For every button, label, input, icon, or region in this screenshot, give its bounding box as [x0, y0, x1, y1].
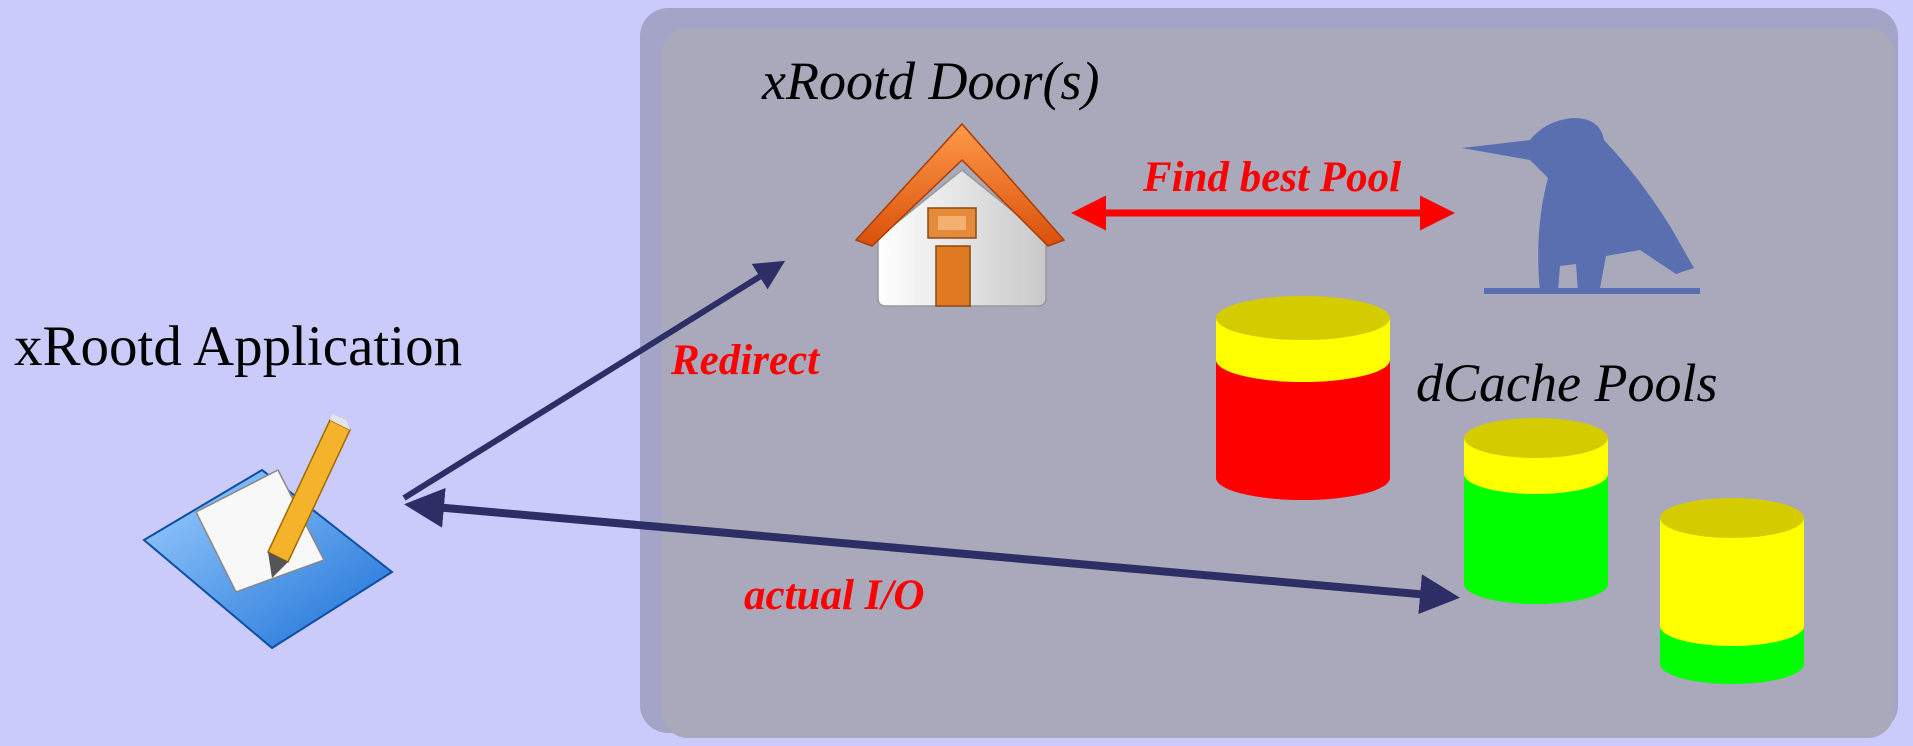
redirect-label: Redirect	[671, 337, 820, 384]
pools-title: dCache Pools	[1416, 353, 1718, 413]
notepad-pencil-icon	[142, 414, 394, 650]
application-title: xRootd Application	[14, 315, 463, 378]
door-title: xRootd Door(s)	[762, 51, 1100, 111]
actual-io-arrow	[404, 487, 1460, 615]
redirect-arrow	[402, 260, 786, 501]
pool-cylinder-2	[1464, 418, 1608, 604]
pool-cylinder-1	[1216, 296, 1390, 500]
find-best-pool-label: Find best Pool	[1143, 154, 1402, 201]
actual-io-label: actual I/O	[744, 572, 925, 619]
pool-cylinder-3	[1660, 498, 1804, 684]
house-icon	[854, 122, 1066, 307]
bird-icon	[1462, 118, 1700, 294]
